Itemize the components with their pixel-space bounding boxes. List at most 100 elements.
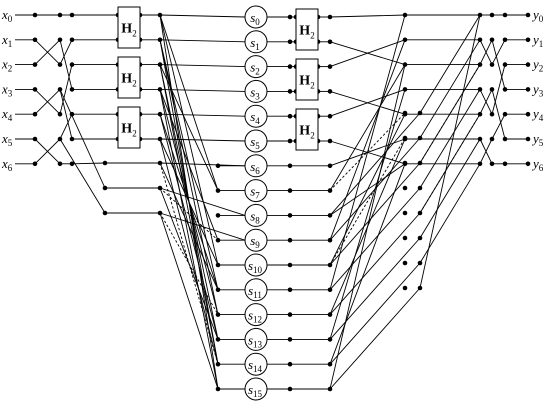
state-circle [244,377,268,401]
h2-gate-h2-right-b: H2 [295,58,319,101]
node-dot-107 [402,110,408,116]
state-label: s7 [250,184,260,201]
node-dot-19 [69,136,75,142]
node-dot-1 [32,37,38,43]
input-label-2-base: x [1,57,8,72]
node-dot-90 [327,188,333,193]
wire-54 [159,89,219,390]
wire-63 [159,89,219,241]
state-node-8: s8 [244,203,268,227]
node-dot-131 [477,87,483,92]
wire-131 [329,89,406,340]
output-label-3-sub: 3 [539,88,544,98]
node-dot-5 [32,136,38,142]
state-label-base: s [250,184,255,199]
state-node-9: s9 [244,228,268,252]
output-label-0: y0 [531,7,544,24]
node-dot-119 [402,260,408,266]
wire-167 [479,138,493,164]
state-label: s10 [248,258,263,275]
output-label-5: y5 [531,131,544,148]
wire-151 [419,14,481,289]
state-label-sub: 2 [255,67,260,77]
input-label-6: x6 [1,156,13,173]
wire-137 [329,137,421,241]
gate-label-sub: 2 [132,79,137,89]
wire-15 [59,39,73,90]
node-dot-135 [489,111,495,117]
node-dot-4 [32,111,38,117]
node-dot-65 [287,262,293,268]
node-dot-11 [57,111,63,117]
node-dot-53 [215,386,221,392]
state-label-base: s [250,159,255,174]
state-circle [244,30,268,54]
node-dot-113 [402,185,408,191]
wire-149 [419,138,481,239]
output-label-0-base: y [531,7,539,22]
output-label-1-base: y [531,32,539,47]
state-label: s2 [250,60,260,77]
state-node-5: s5 [244,129,268,153]
node-dot-55 [287,14,293,20]
node-dot-52 [215,361,221,367]
node-dot-16 [69,62,75,67]
wire-11 [34,89,61,115]
node-dot-59 [287,113,293,119]
node-dot-22 [102,185,108,191]
gate-label-base: H [299,24,310,39]
node-dot-69 [287,361,293,367]
node-dot-73 [327,14,333,20]
node-dot-58 [287,89,293,94]
output-label-4-base: y [531,106,539,121]
gate-label-sub: 2 [310,81,315,91]
output-label-5-base: y [531,131,539,146]
node-dot-115 [402,210,408,216]
state-label: s4 [250,109,260,126]
node-dot-42 [157,160,163,166]
gate-box [295,8,319,51]
state-node-7: s7 [244,179,268,203]
wire-150 [419,163,481,264]
node-dot-8 [57,37,63,43]
gate-label-base: H [121,72,132,87]
node-dot-64 [287,237,293,243]
state-circle [244,5,268,29]
node-dot-128 [477,62,483,67]
state-node-11: s11 [244,278,268,302]
gate-box [117,6,141,49]
wire-138 [329,162,421,266]
gate-label: H2 [299,24,314,41]
state-label-sub: 15 [253,389,263,399]
state-label-base: s [250,60,255,75]
wire-145 [419,39,481,139]
state-label-sub: 7 [255,191,260,201]
node-dot-123 [489,12,495,18]
state-label: s1 [250,35,260,52]
wire-69 [159,212,219,315]
state-node-15: s15 [244,377,268,401]
wire-142 [329,262,421,365]
node-dot-144 [525,37,531,43]
state-label: s8 [250,208,260,225]
node-dot-91 [327,213,333,218]
state-label: s9 [250,233,260,250]
wire-66 [159,212,219,390]
wire-64 [159,162,219,290]
input-label-3: x3 [1,81,13,98]
state-node-13: s13 [244,327,268,351]
wire-51 [159,39,219,315]
state-label-base: s [250,134,255,149]
node-dot-50 [215,312,221,317]
node-dot-7 [57,12,63,18]
node-dot-23 [102,210,108,216]
output-label-1-sub: 1 [539,39,544,49]
state-label-base: s [250,35,255,50]
h2-gate-h2-left-a: H2 [117,6,141,49]
output-label-6: y6 [531,156,544,173]
node-dot-88 [327,138,333,144]
input-label-3-base: x [1,81,8,96]
gate-label: H2 [121,122,136,139]
